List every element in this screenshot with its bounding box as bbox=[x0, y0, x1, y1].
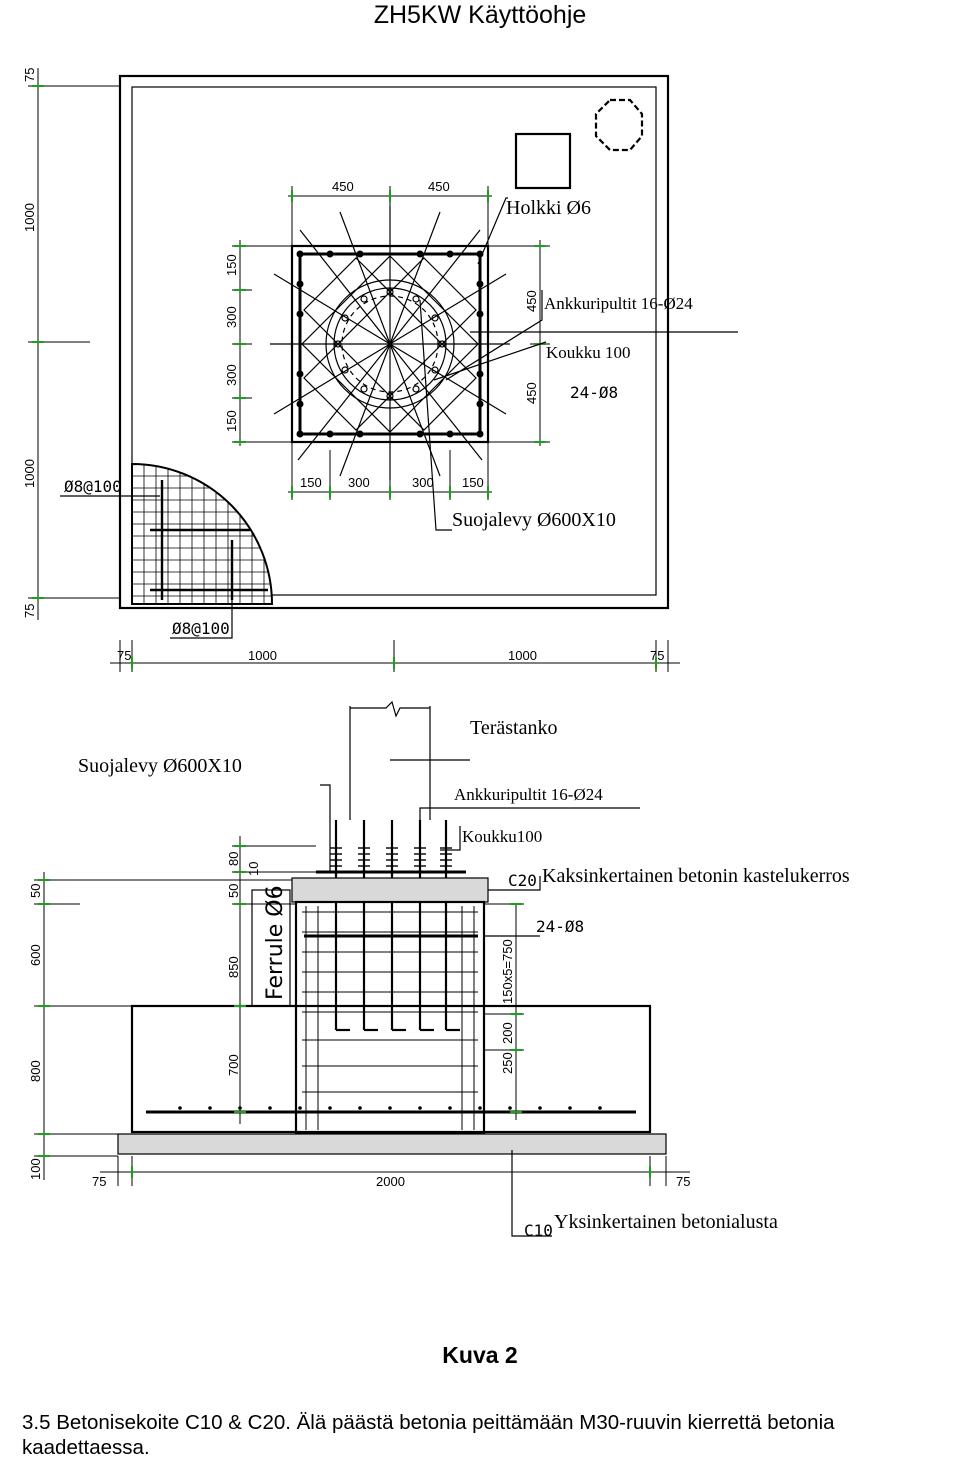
section-label-koukku: Koukku100 bbox=[462, 827, 542, 846]
section-label-ankkuri: Ankkuripultit 16-Ø24 bbox=[454, 785, 603, 804]
dim-section-r-250: 250 bbox=[500, 1052, 515, 1074]
dim-section-m-700: 700 bbox=[226, 1054, 241, 1076]
section-bolt-threads bbox=[330, 847, 452, 867]
section-c20-grout-layer bbox=[291, 877, 489, 903]
dim-right-450-a: 450 bbox=[524, 290, 539, 312]
dim-section-b-75-a: 75 bbox=[92, 1174, 106, 1189]
plan-label-rebar: 24-Ø8 bbox=[570, 383, 618, 402]
section-stirrups bbox=[302, 906, 478, 1130]
anchor-bolt-marks bbox=[334, 288, 446, 400]
dim-outer-1000-b: 1000 bbox=[22, 459, 37, 488]
plan-outer-outline bbox=[118, 74, 670, 610]
dim-section-m-850: 850 bbox=[226, 956, 241, 978]
plan-view: 75 1000 1000 75 75 1000 1000 75 bbox=[22, 68, 738, 672]
leader-c20 bbox=[488, 876, 541, 891]
foundation-drawing: 75 1000 1000 75 75 1000 1000 75 bbox=[22, 68, 850, 1240]
dim-bot-300-a: 300 bbox=[348, 475, 370, 490]
dim-section-l-100: 100 bbox=[28, 1158, 43, 1180]
section-footing bbox=[130, 1004, 652, 1134]
dim-bot-300-b: 300 bbox=[412, 475, 434, 490]
dim-left-300-a: 300 bbox=[224, 306, 239, 328]
pedestal-tie-b bbox=[303, 257, 477, 431]
column-break-line bbox=[350, 700, 430, 718]
dim-bot-150-b: 150 bbox=[462, 475, 484, 490]
dim-section-b-2000: 2000 bbox=[376, 1174, 405, 1189]
section-anchor-bolts bbox=[334, 820, 460, 1032]
pedestal-rebar-dots bbox=[296, 250, 484, 438]
dim-section-b-75-b: 75 bbox=[676, 1174, 690, 1189]
dim-section-l-50: 50 bbox=[28, 884, 43, 898]
dim-left-300-b: 300 bbox=[224, 364, 239, 386]
leader-section-koukku bbox=[440, 826, 461, 851]
section-view: 50 600 800 100 80 10 50 850 700 Ferrule … bbox=[28, 700, 850, 1240]
dim-left-150-a: 150 bbox=[224, 254, 239, 276]
section-label-rebar: 24-Ø8 bbox=[536, 917, 584, 936]
leader-c10 bbox=[511, 1150, 552, 1237]
leader-section-ankkuri bbox=[419, 807, 640, 820]
dim-top-450-a: 450 bbox=[332, 179, 354, 194]
section-label-yksinkertainen: Yksinkertainen betonialusta bbox=[554, 1211, 778, 1233]
section-label-c10: C10 bbox=[524, 1221, 553, 1240]
section-label-terastanko: Terästanko bbox=[470, 717, 557, 739]
plan-label-holkki: Holkki Ø6 bbox=[506, 197, 591, 219]
plan-label-koukku: Koukku 100 bbox=[546, 343, 631, 362]
plan-label-ankkuri: Ankkuripultit 16-Ø24 bbox=[544, 294, 693, 313]
dim-outer-1000-a: 1000 bbox=[22, 203, 37, 232]
dim-section-m-80: 80 bbox=[226, 852, 241, 866]
page-title: ZH5KW Käyttöohje bbox=[373, 1, 587, 29]
dim-section-l-800: 800 bbox=[28, 1060, 43, 1082]
plan-label-suojalevy: Suojalevy Ø600X10 bbox=[452, 509, 616, 531]
dim-section-l-600: 600 bbox=[28, 944, 43, 966]
dim-bot-150-a: 150 bbox=[300, 475, 322, 490]
dim-section-r-150x5: 150x5=750 bbox=[500, 939, 515, 1004]
dim-base-1000-b: 1000 bbox=[508, 648, 537, 663]
plan-small-square bbox=[514, 132, 572, 190]
dim-section-m-50: 50 bbox=[226, 884, 241, 898]
section-label-ferrule: Ferrule Ø6 bbox=[263, 885, 288, 1000]
leader-ankkuri bbox=[445, 290, 543, 381]
dim-top-450-b: 450 bbox=[428, 179, 450, 194]
dim-outer-75-top: 75 bbox=[22, 68, 37, 82]
section-ferrule-box bbox=[251, 889, 291, 1007]
leader-holkki bbox=[477, 197, 508, 265]
dim-base-1000-a: 1000 bbox=[248, 648, 277, 663]
leader-suojalevy bbox=[419, 299, 452, 531]
dim-base-75-a: 75 bbox=[117, 648, 131, 663]
dim-right-450-b: 450 bbox=[524, 382, 539, 404]
leader-koukku bbox=[433, 341, 547, 381]
section-c10-base-layer bbox=[117, 1133, 667, 1155]
dim-left-150-b: 150 bbox=[224, 410, 239, 432]
plan-label-mesh-b: Ø8@100 bbox=[172, 619, 230, 638]
section-label-c20: C20 bbox=[508, 871, 537, 890]
dim-section-r-200: 200 bbox=[500, 1022, 515, 1044]
section-label-kaksinkertainen: Kaksinkertainen betonin kastelukerros bbox=[542, 865, 850, 887]
dim-base-75-b: 75 bbox=[650, 648, 664, 663]
dim-outer-75-bot: 75 bbox=[22, 604, 37, 618]
figure-caption: Kuva 2 bbox=[442, 1342, 518, 1368]
anchor-radial-lines bbox=[270, 206, 510, 480]
section-label-suojalevy: Suojalevy Ø600X10 bbox=[78, 755, 242, 777]
body-paragraph: 3.5 Betonisekoite C10 & C20. Älä päästä … bbox=[22, 1411, 835, 1459]
plan-octagon bbox=[594, 98, 644, 152]
section-plate-leader bbox=[320, 784, 331, 872]
dim-section-m-10: 10 bbox=[246, 862, 261, 876]
pedestal-tie-c bbox=[303, 257, 477, 431]
section-bottom-rebar-dots bbox=[178, 1106, 602, 1110]
plan-mesh-detail bbox=[60, 462, 274, 639]
plan-inner-outline bbox=[131, 86, 657, 596]
plan-label-mesh-a: Ø8@100 bbox=[64, 477, 122, 496]
